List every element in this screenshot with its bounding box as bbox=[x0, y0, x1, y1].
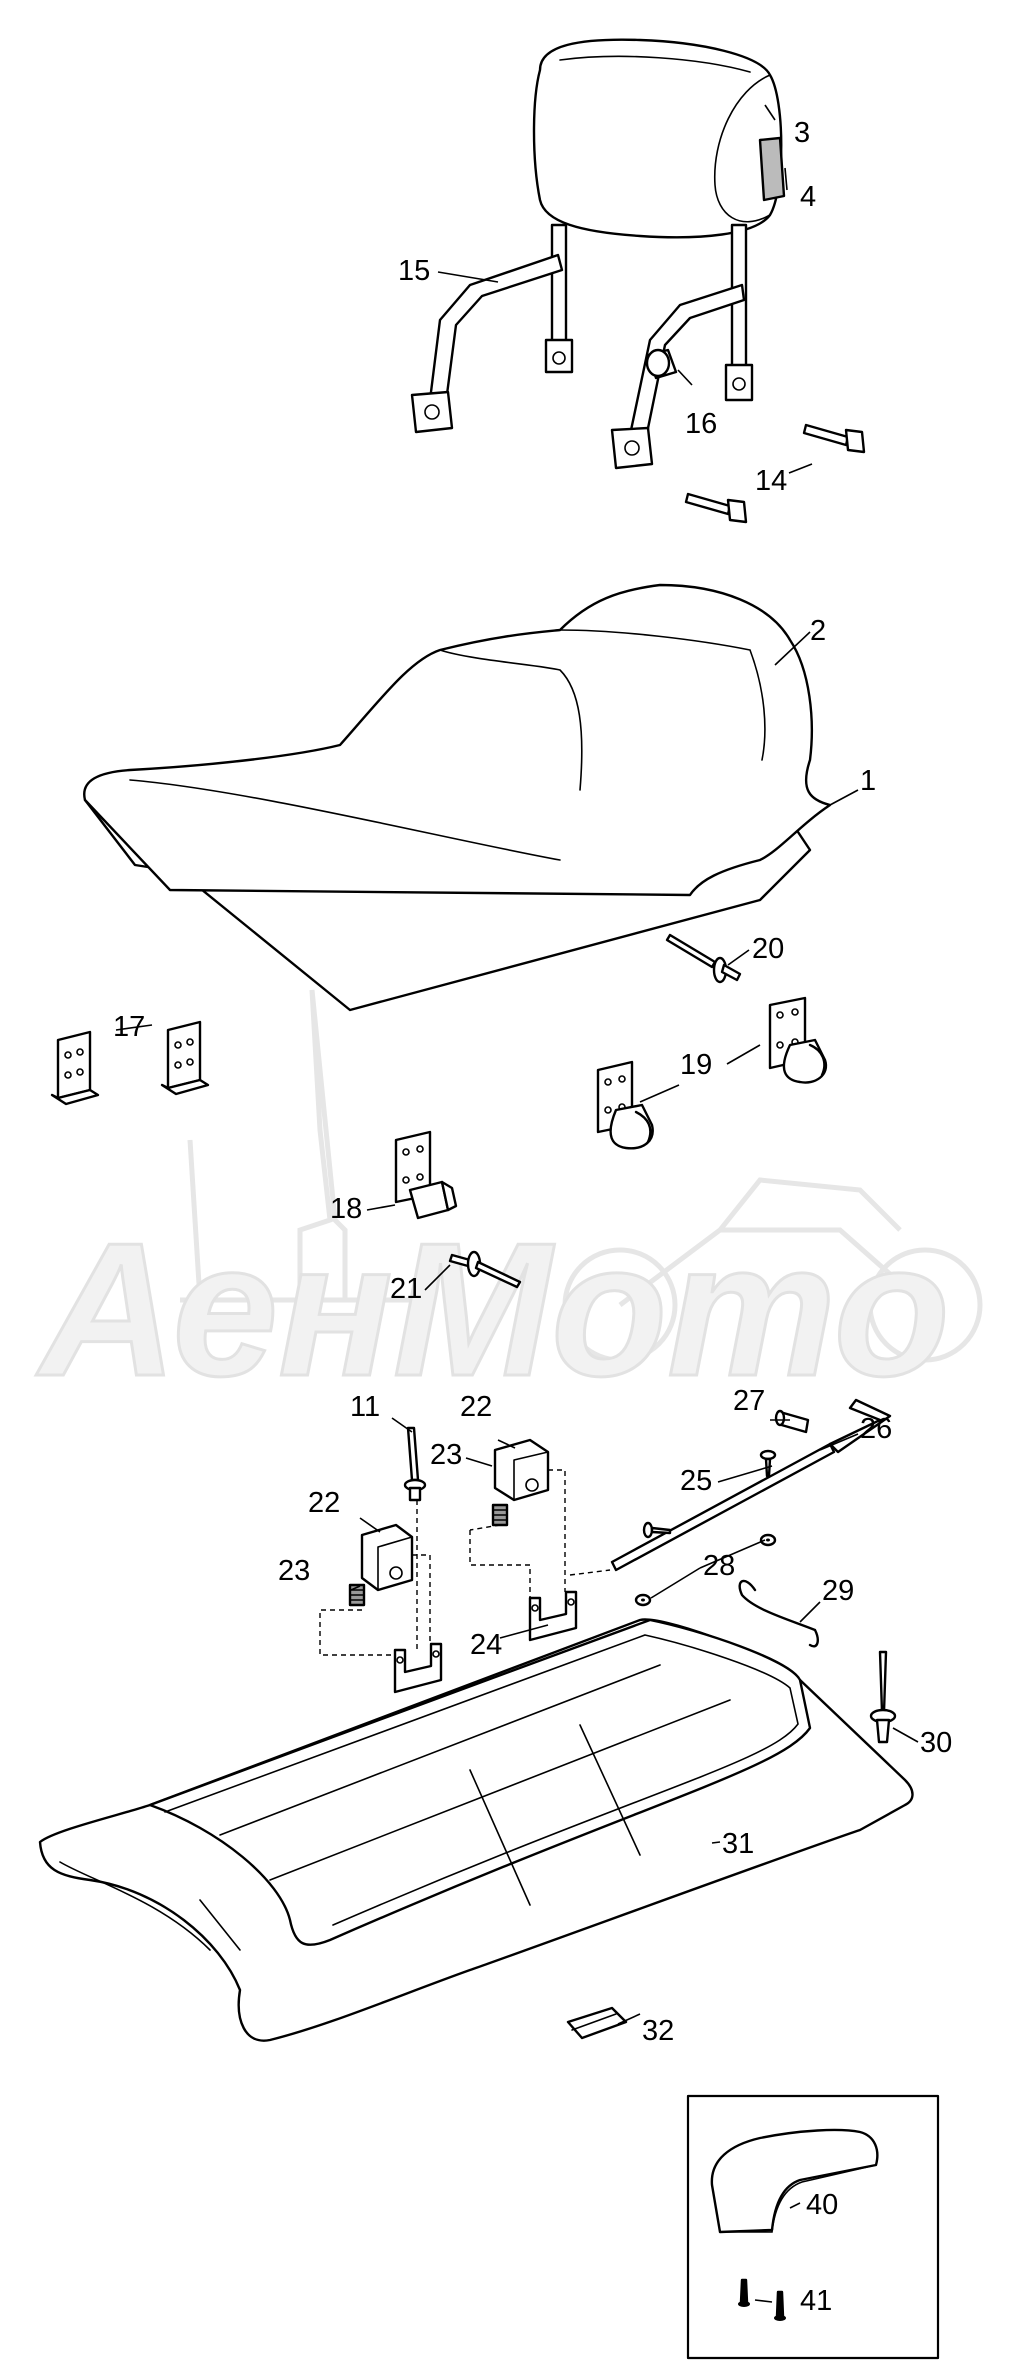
callout-18: 18 bbox=[330, 1193, 362, 1225]
callout-23-lower: 23 bbox=[278, 1555, 310, 1587]
accessory-screw-right bbox=[774, 2290, 786, 2321]
callout-labels: 3 4 15 16 14 2 1 20 17 19 18 21 27 26 11… bbox=[113, 117, 952, 2317]
accessory-cushion bbox=[710, 2128, 879, 2234]
latch-assembly-left bbox=[596, 1060, 654, 1150]
callout-28: 28 bbox=[703, 1550, 735, 1582]
watermark: АенМото bbox=[35, 989, 983, 1418]
callout-30: 30 bbox=[920, 1727, 952, 1759]
backrest-emblem bbox=[758, 136, 786, 202]
callout-3: 3 bbox=[794, 117, 810, 149]
seat-bracket-right bbox=[160, 1020, 210, 1096]
mounting-bolt-upper bbox=[802, 423, 866, 454]
watermark-text: АенМото bbox=[36, 1204, 950, 1416]
callout-25: 25 bbox=[680, 1465, 712, 1497]
callout-14: 14 bbox=[755, 465, 787, 497]
lock-spring-left bbox=[348, 1583, 366, 1607]
assembly-guide-lines bbox=[319, 1469, 611, 1656]
callout-20: 20 bbox=[752, 933, 784, 965]
callout-26: 26 bbox=[860, 1413, 892, 1445]
seat-pin-lower bbox=[448, 1250, 522, 1289]
latch-assembly-front bbox=[394, 1130, 458, 1220]
lock-housing-right bbox=[493, 1438, 550, 1502]
callout-22-lower: 22 bbox=[308, 1487, 340, 1519]
seat-bracket-left bbox=[50, 1030, 100, 1106]
lock-stud bbox=[403, 1426, 427, 1502]
callout-2: 2 bbox=[810, 615, 826, 647]
watermark-spire-icon bbox=[180, 989, 420, 1303]
callout-29: 29 bbox=[822, 1575, 854, 1607]
retaining-screw-right bbox=[759, 1449, 777, 1478]
accessory-screw-left bbox=[738, 2278, 750, 2307]
callout-15: 15 bbox=[398, 255, 430, 287]
seat-pin-upper bbox=[665, 933, 742, 984]
callout-41: 41 bbox=[800, 2285, 832, 2317]
backrest-pad bbox=[532, 38, 783, 239]
callout-11: 11 bbox=[350, 1391, 380, 1423]
lock-housing-left bbox=[360, 1523, 414, 1592]
tray-pad bbox=[566, 2006, 628, 2040]
seat-cover bbox=[83, 583, 832, 897]
callout-23-upper: 23 bbox=[430, 1439, 462, 1471]
callout-31: 31 bbox=[722, 1828, 754, 1860]
callout-22-upper: 22 bbox=[460, 1391, 492, 1423]
lock-spring-right bbox=[491, 1503, 509, 1527]
washer-upper bbox=[759, 1533, 777, 1547]
callout-16: 16 bbox=[685, 408, 717, 440]
backrest-frame bbox=[410, 223, 754, 470]
storage-tray bbox=[38, 1618, 914, 2042]
hinge-rod bbox=[610, 1398, 892, 1572]
retaining-screw-left bbox=[642, 1521, 672, 1539]
watermark-motorcycle-icon bbox=[562, 1177, 983, 1363]
mounting-bolt-lower bbox=[684, 492, 748, 524]
lock-base-left bbox=[393, 1642, 443, 1694]
washer-lower bbox=[634, 1593, 652, 1607]
callout-24: 24 bbox=[470, 1629, 502, 1661]
spring-clip bbox=[738, 1579, 819, 1648]
callout-27: 27 bbox=[733, 1385, 765, 1417]
callout-17: 17 bbox=[113, 1011, 145, 1043]
callout-19: 19 bbox=[680, 1049, 712, 1081]
callout-21: 21 bbox=[390, 1273, 422, 1305]
storage-pin bbox=[869, 1650, 897, 1744]
callout-4: 4 bbox=[800, 181, 816, 213]
callout-40: 40 bbox=[806, 2189, 838, 2221]
leader-lines bbox=[115, 104, 919, 2303]
callout-32: 32 bbox=[642, 2015, 674, 2047]
latch-assembly-right bbox=[768, 996, 828, 1084]
callout-1: 1 bbox=[860, 765, 876, 797]
frame-spacer bbox=[645, 348, 678, 380]
lock-base-right bbox=[528, 1590, 578, 1642]
